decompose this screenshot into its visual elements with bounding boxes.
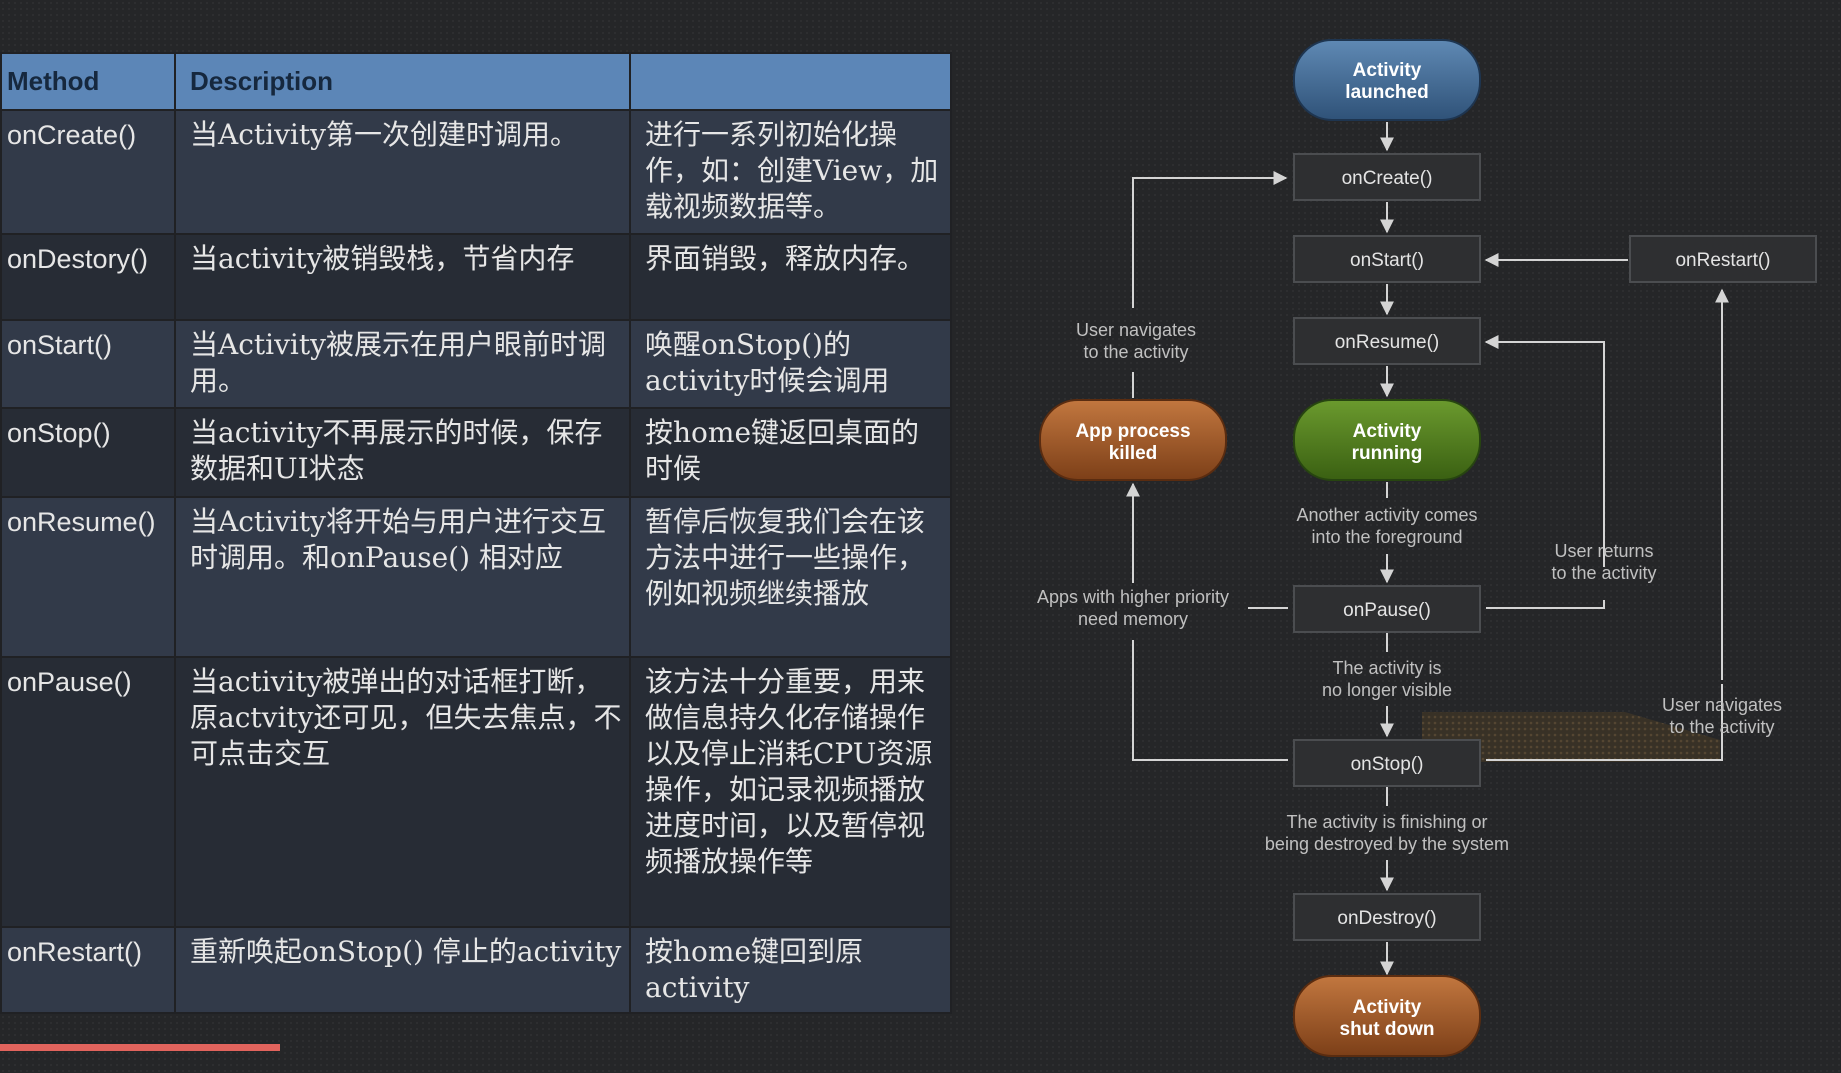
edge-up-to-oncreate [1132, 171, 1288, 308]
description-cell: 当Activity将开始与用户进行交互时调用。和onPause() 相对应 [174, 496, 631, 658]
note-line: need memory [1078, 609, 1188, 629]
onresume-box: onResume() [1293, 317, 1481, 365]
onstart-box: onStart() [1293, 235, 1481, 283]
activity-lifecycle-diagram: Activity launched Activity running App p… [1037, 39, 1817, 1057]
column-header-method: Method [0, 52, 176, 111]
edge-onstop-left [1132, 640, 1288, 761]
column-header-description: Description [174, 52, 631, 111]
method-cell: onPause() [0, 656, 176, 928]
notes-cell: 唤醒onStop()的activity时候会调用 [629, 319, 952, 409]
pill-label: killed [1109, 443, 1158, 464]
method-cell: onStart() [0, 319, 176, 409]
onstop-box: onStop() [1293, 739, 1481, 787]
note-line: Apps with higher priority [1037, 587, 1229, 607]
description-cell: 当activity被销毁栈，节省内存 [174, 233, 631, 321]
lifecycle-methods-table: Method Description onCreate() 当Activity第… [0, 52, 952, 1014]
notes-cell: 进行一系列初始化操作，如：创建View，加载视频数据等。 [629, 109, 952, 235]
method-cell: onStop() [0, 407, 176, 498]
description-cell: 当activity被弹出的对话框打断，原actvity还可见，但失去焦点，不可点… [174, 656, 631, 928]
table-row: onDestory() 当activity被销毁栈，节省内存 界面销毁，释放内存… [0, 233, 952, 321]
pill-label: running [1352, 443, 1423, 464]
method-cell: onResume() [0, 496, 176, 658]
onpause-box: onPause() [1293, 585, 1481, 633]
hatched-region [1422, 712, 1720, 762]
note-line: The activity is finishing or [1286, 812, 1487, 832]
edge-up-to-onresume [1484, 335, 1605, 567]
notes-cell: 按home键回到原activity [629, 926, 952, 1014]
pill-label: Activity [1353, 60, 1422, 81]
note-line: to the activity [1551, 563, 1656, 583]
note-line: User navigates [1076, 320, 1196, 340]
pill-label: Activity [1353, 997, 1422, 1018]
pill-label: launched [1345, 82, 1428, 103]
note-line: The activity is [1332, 658, 1441, 678]
note-line: no longer visible [1322, 680, 1452, 700]
note-line: to the activity [1083, 342, 1188, 362]
note-line: User navigates [1662, 695, 1782, 715]
pill-label: Activity [1353, 421, 1422, 442]
pill-label: App process [1075, 421, 1190, 442]
table-header-row: Method Description [0, 52, 952, 111]
notes-cell: 暂停后恢复我们会在该方法中进行一些操作，例如视频继续播放 [629, 496, 952, 658]
description-cell: 当Activity第一次创建时调用。 [174, 109, 631, 235]
note-line: into the foreground [1311, 527, 1462, 547]
accent-bar [0, 1044, 280, 1051]
app-process-killed-pill: App process killed [1039, 399, 1227, 481]
pill-label: shut down [1340, 1019, 1435, 1040]
activity-running-pill: Activity running [1293, 399, 1481, 481]
table-row: onStop() 当activity不再展示的时候，保存数据和UI状态 按hom… [0, 407, 952, 498]
description-cell: 当activity不再展示的时候，保存数据和UI状态 [174, 407, 631, 498]
table-row: onStart() 当Activity被展示在用户眼前时调用。 唤醒onStop… [0, 319, 952, 409]
notes-cell: 界面销毁，释放内存。 [629, 233, 952, 321]
activity-launched-pill: Activity launched [1293, 39, 1481, 121]
box-label: onResume() [1335, 332, 1440, 353]
method-cell: onDestory() [0, 233, 176, 321]
table-row: onCreate() 当Activity第一次创建时调用。 进行一系列初始化操作… [0, 109, 952, 235]
method-cell: onRestart() [0, 926, 176, 1014]
notes-cell: 按home键返回桌面的时候 [629, 407, 952, 498]
description-cell: 当Activity被展示在用户眼前时调用。 [174, 319, 631, 409]
box-label: onDestroy() [1337, 908, 1436, 929]
box-label: onRestart() [1675, 250, 1770, 271]
box-label: onCreate() [1342, 168, 1433, 189]
box-label: onStop() [1351, 754, 1424, 775]
table-row: onResume() 当Activity将开始与用户进行交互时调用。和onPau… [0, 496, 952, 658]
notes-cell: 该方法十分重要，用来做信息持久化存储操作以及停止消耗CPU资源操作，如记录视频播… [629, 656, 952, 928]
oncreate-box: onCreate() [1293, 153, 1481, 201]
note-line: to the activity [1669, 717, 1774, 737]
box-label: onStart() [1350, 250, 1424, 271]
note-line: being destroyed by the system [1265, 834, 1509, 854]
ondestroy-box: onDestroy() [1293, 893, 1481, 941]
activity-shut-down-pill: Activity shut down [1293, 975, 1481, 1057]
table-row: onRestart() 重新唤起onStop() 停止的activity 按ho… [0, 926, 952, 1014]
table-row: onPause() 当activity被弹出的对话框打断，原actvity还可见… [0, 656, 952, 928]
note-line: Another activity comes [1296, 505, 1477, 525]
description-cell: 重新唤起onStop() 停止的activity [174, 926, 631, 1014]
box-label: onPause() [1343, 600, 1431, 621]
column-header-notes [629, 52, 952, 111]
edge-onstop-right [1486, 684, 1723, 761]
note-line: User returns [1554, 541, 1653, 561]
method-cell: onCreate() [0, 109, 176, 235]
onrestart-box: onRestart() [1629, 235, 1817, 283]
edge-onpause-right [1486, 600, 1605, 609]
